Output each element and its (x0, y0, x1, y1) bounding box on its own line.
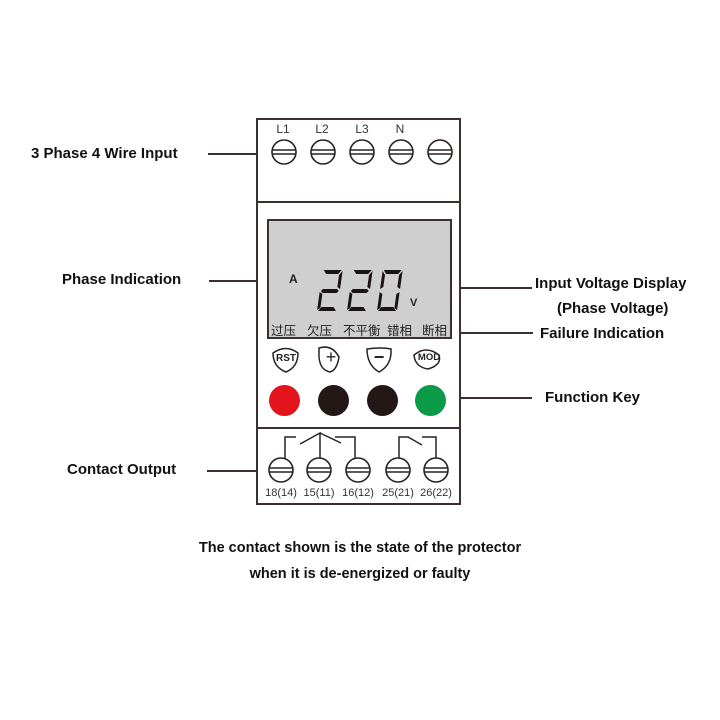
screw-terminal-icon (388, 139, 414, 165)
minus-icon: − (373, 347, 385, 367)
rst-key-outline (272, 347, 299, 373)
screw-terminal-icon (268, 457, 294, 483)
screw-terminal-icon (306, 457, 332, 483)
mod-key-label: MOD (417, 352, 441, 363)
leader-line-input (208, 153, 270, 155)
relay-contacts-and-terminals (268, 431, 449, 483)
failure-phase-sequence: 错相 (387, 324, 413, 338)
plus-key-outline (318, 346, 340, 373)
mod-button[interactable] (415, 385, 446, 416)
callout-phase-indication: Phase Indication (62, 271, 182, 288)
mod-key-outline (413, 349, 441, 370)
callout-voltage-display: Input Voltage Display (535, 275, 687, 292)
screw-terminal-icon (349, 139, 375, 165)
terminal-label-18-14: 18(14) (265, 487, 297, 499)
leader-line-failure (448, 332, 533, 334)
minus-key-outline (366, 347, 392, 373)
screw-terminal-icon (427, 139, 453, 165)
leader-line-voltage (410, 287, 532, 289)
lcd-phase-indicator: A (289, 272, 298, 286)
lcd-display (267, 219, 452, 339)
terminal-label-15-11: 15(11) (303, 487, 335, 499)
failure-phase-loss: 断相 (422, 324, 448, 338)
screw-terminal-icon (310, 139, 336, 165)
terminal-label-16-12: 16(12) (342, 487, 374, 499)
callout-failure-indication: Failure Indication (540, 325, 665, 342)
terminal-label-26-22: 26(22) (420, 487, 452, 499)
callout-contact-output: Contact Output (67, 461, 177, 478)
screw-terminal-icon (385, 457, 411, 483)
plus-button[interactable] (318, 385, 349, 416)
key-symbols (272, 346, 441, 373)
terminal-label-l1: L1 (276, 122, 290, 136)
failure-undervoltage: 欠压 (307, 324, 333, 338)
note-line-1: The contact shown is the state of the pr… (198, 540, 522, 556)
callout-phase-voltage: (Phase Voltage) (557, 300, 669, 317)
screw-terminal-icon (271, 139, 297, 165)
minus-button[interactable] (367, 385, 398, 416)
lcd-seven-segment-reading (317, 270, 403, 311)
terminal-label-25-21: 25(21) (382, 487, 414, 499)
rst-key-label: RST (276, 353, 296, 364)
screw-terminal-icon (345, 457, 371, 483)
terminal-label-n: N (395, 122, 405, 136)
terminal-label-l3: L3 (355, 122, 369, 136)
failure-overvoltage: 过压 (271, 324, 297, 338)
callout-function-key: Function Key (545, 389, 641, 406)
leader-line-function (452, 397, 532, 399)
rst-button[interactable] (269, 385, 300, 416)
relay-contact-schematic (284, 431, 437, 458)
leader-line-contact (207, 470, 269, 472)
leader-line-phase (209, 280, 284, 282)
top-screw-terminals (271, 139, 453, 165)
note-line-2: when it is de-energized or faulty (249, 566, 471, 582)
terminal-label-l2: L2 (315, 122, 329, 136)
lcd-unit: V (410, 297, 418, 309)
failure-unbalance: 不平衡 (343, 324, 381, 338)
callout-input: 3 Phase 4 Wire Input (31, 145, 178, 162)
plus-icon: + (325, 347, 337, 367)
screw-terminal-icon (423, 457, 449, 483)
